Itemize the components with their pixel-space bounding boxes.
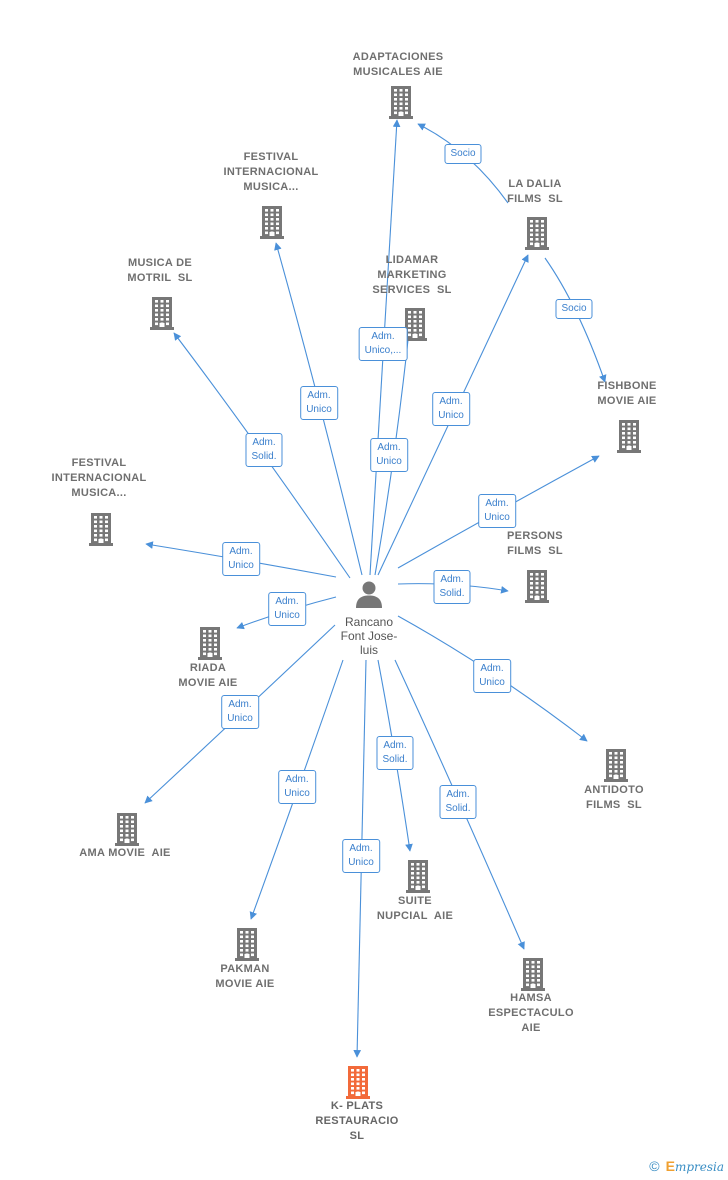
company-label-suite[interactable]: SUITE NUPCIAL AIE	[376, 895, 454, 922]
relation-label-pakman[interactable]: Adm. Unico	[278, 770, 316, 804]
copyright-symbol: ©	[649, 1158, 660, 1174]
company-label-adaptaciones[interactable]: ADAPTACIONES MUSICALES AIE	[352, 51, 444, 78]
company-label-riada[interactable]: RIADA MOVIE AIE	[178, 662, 238, 689]
relation-label-fishbone[interactable]: Adm. Unico	[478, 494, 516, 528]
brand-name: mpresia	[674, 1160, 724, 1174]
building-icon[interactable]	[403, 307, 427, 346]
building-icon[interactable]	[406, 859, 430, 898]
relation-label-riada[interactable]: Adm. Unico	[268, 592, 306, 626]
relation-label-festival1[interactable]: Adm. Unico	[300, 386, 338, 420]
building-icon[interactable]	[346, 1065, 370, 1104]
building-icon[interactable]	[235, 927, 259, 966]
company-label-la-dalia[interactable]: LA DALIA FILMS SL	[507, 178, 563, 205]
building-icon[interactable]	[389, 85, 413, 124]
company-label-festival2[interactable]: FESTIVAL INTERNACIONAL MUSICA...	[51, 457, 147, 499]
company-label-ama[interactable]: AMA MOVIE AIE	[79, 847, 171, 859]
company-label-pakman[interactable]: PAKMAN MOVIE AIE	[215, 963, 275, 990]
relation-label-dalia-fish[interactable]: Socio	[555, 299, 593, 319]
footer-brand[interactable]: © Empresia	[649, 1158, 724, 1174]
relation-label-festival2[interactable]: Adm. Unico	[222, 542, 260, 576]
building-icon[interactable]	[525, 569, 549, 608]
relation-label-kplats[interactable]: Adm. Unico	[342, 839, 380, 873]
company-label-fishbone[interactable]: FISHBONE MOVIE AIE	[597, 380, 657, 407]
company-label-hamsa[interactable]: HAMSA ESPECTACULO AIE	[488, 992, 574, 1034]
company-label-persons[interactable]: PERSONS FILMS SL	[507, 530, 563, 557]
building-icon[interactable]	[260, 205, 284, 244]
relation-label-lidamar[interactable]: Adm. Unico	[370, 438, 408, 472]
building-icon[interactable]	[525, 216, 549, 255]
brand-logo-icon: E	[665, 1158, 675, 1174]
person-name[interactable]: Rancano Font Jose- luis	[340, 615, 398, 657]
building-icon[interactable]	[89, 512, 113, 551]
company-label-kplats[interactable]: K- PLATS RESTAURACIO SL	[315, 1100, 399, 1142]
company-label-antidoto[interactable]: ANTIDOTO FILMS SL	[584, 784, 644, 811]
relation-label-hamsa[interactable]: Adm. Solid.	[439, 785, 477, 819]
company-label-musica-motril[interactable]: MUSICA DE MOTRIL SL	[127, 257, 193, 284]
building-icon[interactable]	[198, 626, 222, 665]
company-label-festival1[interactable]: FESTIVAL INTERNACIONAL MUSICA...	[223, 151, 319, 193]
relation-label-suite[interactable]: Adm. Solid.	[376, 736, 414, 770]
building-icon[interactable]	[115, 812, 139, 851]
person-icon[interactable]	[355, 580, 383, 613]
relation-label-ladalia[interactable]: Adm. Unico	[432, 392, 470, 426]
building-icon[interactable]	[617, 419, 641, 458]
relation-label-musica[interactable]: Adm. Solid.	[245, 433, 283, 467]
relation-label-persons[interactable]: Adm. Solid.	[433, 570, 471, 604]
relation-edge-dalia-fish	[544, 257, 607, 383]
relation-label-ama[interactable]: Adm. Unico	[221, 695, 259, 729]
building-icon[interactable]	[521, 957, 545, 996]
building-icon[interactable]	[150, 296, 174, 335]
building-icon[interactable]	[604, 748, 628, 787]
company-label-lidamar[interactable]: LIDAMAR MARKETING SERVICES SL	[372, 254, 452, 296]
relation-label-adaptaciones[interactable]: Adm. Unico,...	[358, 327, 408, 361]
relation-label-dalia-adapt[interactable]: Socio	[444, 144, 482, 164]
relation-label-antidoto[interactable]: Adm. Unico	[473, 659, 511, 693]
